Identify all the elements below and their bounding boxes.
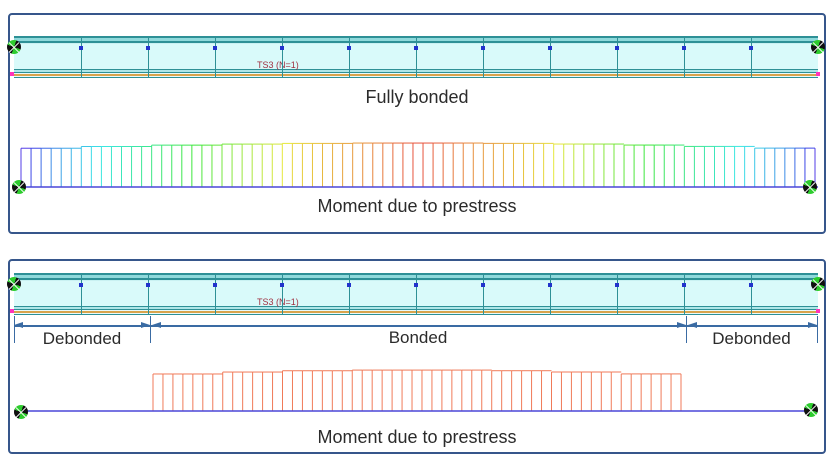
tendon-anchor-dot [816,309,820,313]
arrow-right-icon [677,322,686,329]
node-dot [146,283,150,287]
dimension-line-debonded-right [686,325,817,327]
beam-element-divider [349,36,350,78]
node-dot [481,46,485,50]
node-dot [79,283,83,287]
beam-element-divider [282,36,283,78]
beam-element-divider [215,36,216,78]
caption-moment-prestress: Moment due to prestress [317,196,517,216]
beam-element-divider [416,273,417,315]
region-label-debonded-right: Debonded [712,329,791,348]
beam-element-divider [81,36,82,78]
node-dot [615,283,619,287]
support-icon [803,180,817,194]
beam-element-divider [215,273,216,315]
node-dot [280,46,284,50]
node-dot [414,283,418,287]
dimension-line-bonded [150,325,686,327]
node-dot [682,46,686,50]
beam-element-divider [148,273,149,315]
beam-element-divider [416,36,417,78]
support-icon [7,277,21,291]
node-dot [213,46,217,50]
node-dot [548,283,552,287]
caption-moment-prestress: Moment due to prestress [317,427,517,447]
panel-fully-bonded: TS3 (N=1) Fully bonded Moment due to pre… [7,13,826,234]
support-icon [811,277,825,291]
beam-element-divider [751,273,752,315]
arrow-left-icon [688,322,697,329]
beam-element-divider [282,273,283,315]
beam-element-divider [349,273,350,315]
node-dot [213,283,217,287]
region-label-bonded: Bonded [388,328,448,347]
beam-fully-bonded: TS3 (N=1) [10,36,820,78]
node-dot [347,283,351,287]
support-icon [811,40,825,54]
node-dot [749,283,753,287]
tendon-label: TS3 (N=1) [257,297,299,307]
support-icon [12,180,26,194]
beam-element-divider [617,273,618,315]
tendon-anchor-dot [10,72,14,76]
dimension-line-debonded-left [14,325,150,327]
node-dot [548,46,552,50]
arrow-right-icon [141,322,150,329]
dimension-tick [14,316,15,343]
beam-element-divider [684,36,685,78]
node-dot [615,46,619,50]
node-dot [414,46,418,50]
dimension-tick [150,316,151,343]
dimension-tick [686,316,687,343]
support-icon [14,405,28,419]
beam-element-divider [483,273,484,315]
node-dot [280,283,284,287]
moment-diagram-debonded [18,369,816,412]
beam-element-divider [751,36,752,78]
dimension-tick [817,316,818,343]
beam-element-divider [148,36,149,78]
moment-diagram-fully-bonded [19,142,818,188]
support-icon [7,40,21,54]
node-dot [481,283,485,287]
tendon-label: TS3 (N=1) [257,60,299,70]
arrow-left-icon [14,322,23,329]
beam-debonded: TS3 (N=1) [10,273,820,315]
node-dot [682,283,686,287]
support-icon [804,403,818,417]
tendon-anchor-dot [816,72,820,76]
region-label-debonded-left: Debonded [42,329,122,348]
beam-element-divider [483,36,484,78]
beam-element-divider [550,273,551,315]
arrow-left-icon [152,322,161,329]
panel-partially-debonded: TS3 (N=1) Debonded Bonded Debonded Momen… [7,259,826,454]
node-dot [79,46,83,50]
node-dot [749,46,753,50]
beam-element-divider [617,36,618,78]
arrow-right-icon [808,322,817,329]
node-dot [347,46,351,50]
beam-element-divider [550,36,551,78]
caption-fully-bonded: Fully bonded [365,87,469,107]
node-dot [146,46,150,50]
tendon-anchor-dot [10,309,14,313]
beam-element-divider [684,273,685,315]
beam-element-divider [81,273,82,315]
